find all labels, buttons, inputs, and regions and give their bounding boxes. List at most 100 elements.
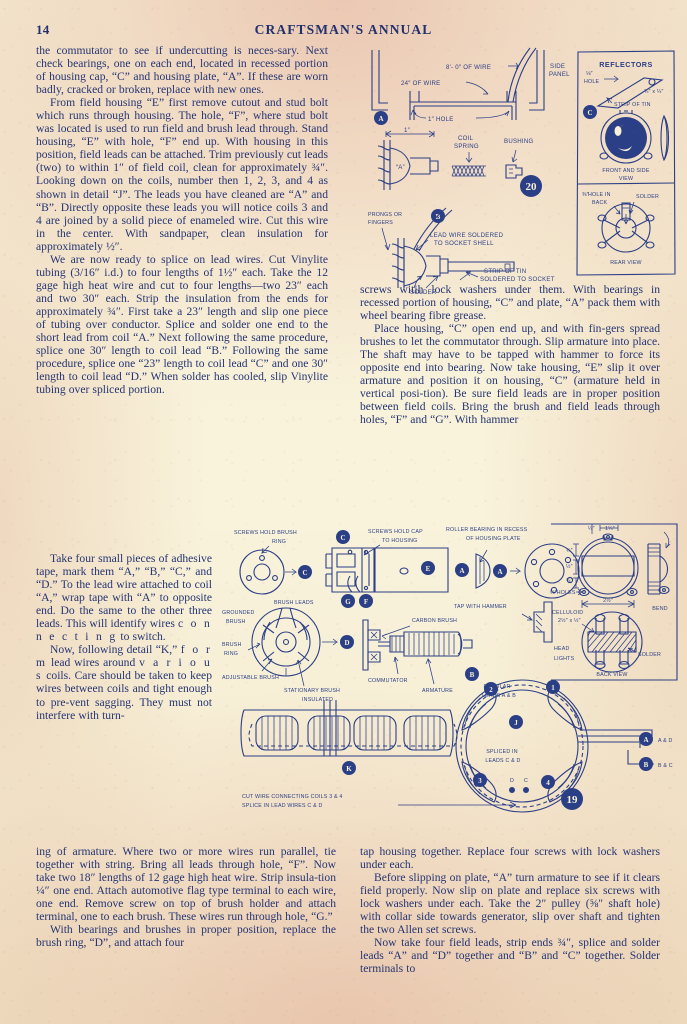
svg-text:TO SOCKET SHELL: TO SOCKET SHELL	[434, 240, 494, 247]
svg-text:¾″ x ¼″: ¾″ x ¼″	[644, 89, 664, 95]
svg-text:COIL: COIL	[458, 135, 474, 142]
svg-text:SCREWS HOLD CAP: SCREWS HOLD CAP	[368, 529, 423, 535]
svg-text:RING: RING	[224, 651, 238, 657]
svg-text:COMMUTATOR: COMMUTATOR	[368, 678, 408, 684]
svg-text:2: 2	[423, 733, 426, 740]
svg-text:1: 1	[551, 684, 555, 692]
svg-text:FRONT AND SIDE: FRONT AND SIDE	[602, 168, 649, 174]
svg-text:C: C	[340, 534, 345, 542]
svg-text:G: G	[345, 598, 351, 606]
svg-text:HEAD: HEAD	[554, 646, 570, 652]
svg-text:BACK VIEW: BACK VIEW	[596, 672, 627, 678]
svg-text:2½″: 2½″	[603, 597, 613, 604]
svg-text:REGULAR: REGULAR	[483, 684, 510, 690]
svg-text:SPLICE IN LEAD WIRES C & D: SPLICE IN LEAD WIRES C & D	[242, 803, 323, 809]
text-run-spaced: c o n n e c t i n g	[36, 617, 213, 644]
svg-text:SOLDER: SOLDER	[410, 289, 437, 296]
svg-text:TAP WITH HAMMER: TAP WITH HAMMER	[454, 604, 507, 610]
svg-text:1″ HOLE: 1″ HOLE	[428, 116, 454, 123]
svg-text:24″ OF WIRE: 24″ OF WIRE	[401, 80, 440, 87]
svg-text:REAR VIEW: REAR VIEW	[610, 260, 642, 266]
figure-reflectors-panel: REFLECTORS ⅛″ HOLE ¾″ x ¼″ STRIP OF TIN …	[574, 48, 678, 278]
svg-text:CELLULOID: CELLULOID	[552, 610, 583, 616]
svg-text:SOLDERED TO SOCKET: SOLDERED TO SOCKET	[480, 276, 555, 283]
svg-text:20: 20	[526, 181, 538, 193]
svg-text:C: C	[524, 778, 528, 784]
svg-text:B: B	[436, 213, 441, 221]
svg-text:STATIONARY BRUSH: STATIONARY BRUSH	[284, 688, 340, 694]
paragraph: screws witih lock washers under them. Wi…	[360, 283, 660, 323]
page-header: 14 CRAFTSMAN'S ANNUAL	[0, 22, 687, 40]
svg-text:BRUSH: BRUSH	[226, 619, 246, 625]
svg-text:F: F	[364, 598, 368, 606]
right-column-top: screws witih lock washers under them. Wi…	[360, 283, 660, 427]
svg-text:C: C	[587, 109, 592, 117]
paragraph: Now, following detail “K,” f o r m lead …	[36, 643, 212, 721]
paragraph: Now take four field leads, strip ends ¾″…	[360, 936, 660, 976]
svg-text:SCREWS HOLD BRUSH: SCREWS HOLD BRUSH	[234, 530, 297, 536]
svg-text:HOLE: HOLE	[584, 79, 599, 85]
svg-text:CARBON BRUSH: CARBON BRUSH	[412, 618, 457, 624]
svg-text:STRIP OF TIN: STRIP OF TIN	[484, 268, 526, 275]
svg-text:BRUSH LEADS: BRUSH LEADS	[274, 600, 314, 606]
running-title: CRAFTSMAN'S ANNUAL	[254, 22, 433, 37]
svg-text:⅜″: ⅜″	[582, 192, 589, 198]
svg-text:INSULATED: INSULATED	[302, 697, 333, 703]
svg-text:BRUSH: BRUSH	[222, 642, 242, 648]
svg-text:A: A	[497, 568, 502, 576]
svg-text:LEADS A & B: LEADS A & B	[482, 693, 516, 699]
svg-text:3: 3	[478, 777, 482, 785]
svg-text:ARMATURE: ARMATURE	[422, 688, 453, 694]
paragraph: Place housing, “C” open end up, and with…	[360, 322, 660, 427]
svg-text:A & D: A & D	[658, 738, 673, 744]
text-run: coils. Care should be taken to keep wire…	[36, 669, 212, 722]
svg-text:⅛″HOLES: ⅛″HOLES	[550, 590, 576, 596]
svg-text:4: 4	[546, 779, 550, 787]
text-run: lead wires around	[47, 656, 140, 670]
svg-text:SPRING: SPRING	[454, 143, 479, 150]
paragraph: tap housing together. Replace four screw…	[360, 845, 660, 872]
svg-text:ROLLER BEARING IN RECESS: ROLLER BEARING IN RECESS	[446, 527, 528, 533]
text-run: Take four small pieces of adhesive tape,…	[36, 552, 212, 631]
svg-text:FINGERS: FINGERS	[368, 220, 393, 226]
right-column-bottom: tap housing together. Replace four screw…	[360, 845, 660, 975]
svg-text:K: K	[346, 765, 352, 773]
svg-text:8'- 0″ OF WIRE: 8'- 0″ OF WIRE	[446, 64, 491, 71]
svg-text:LEAD WIRE SOLDERED: LEAD WIRE SOLDERED	[430, 232, 504, 239]
svg-text:BEND: BEND	[652, 606, 668, 612]
svg-text:2½″ x ½″: 2½″ x ½″	[558, 617, 581, 624]
paragraph: We are now ready to splice on lead wires…	[36, 252, 328, 397]
svg-text:TO HOUSING: TO HOUSING	[382, 538, 417, 544]
figure-head-lights-panel: ¼″ 1¼″ ¾″ ½″ ¾″ ⅛″HOLES	[548, 522, 680, 682]
paragraph: From field housing “E” first remove cuto…	[36, 96, 328, 253]
left-column-top: the commutator to see if undercutting is…	[36, 44, 328, 396]
paragraph: ing of armature. Where two or more wires…	[36, 845, 336, 924]
svg-text:BUSHING: BUSHING	[504, 138, 534, 145]
svg-text:¼″: ¼″	[588, 526, 595, 532]
svg-text:B & C: B & C	[658, 763, 673, 769]
svg-text:A: A	[378, 115, 383, 123]
svg-text:PRONGS OR: PRONGS OR	[368, 212, 402, 218]
svg-text:½″: ½″	[566, 563, 573, 570]
svg-text:“A”: “A”	[396, 164, 405, 171]
svg-text:BACK: BACK	[592, 200, 607, 206]
svg-text:VIEW: VIEW	[619, 176, 633, 182]
paragraph: Take four small pieces of adhesive tape,…	[36, 552, 212, 643]
svg-text:PANEL: PANEL	[549, 71, 570, 78]
svg-text:B: B	[644, 761, 649, 769]
svg-text:SPLICED IN: SPLICED IN	[486, 749, 517, 755]
svg-text:RING: RING	[272, 539, 286, 545]
svg-text:1″: 1″	[404, 127, 411, 134]
svg-text:2: 2	[489, 686, 493, 694]
svg-text:LEADS C & D: LEADS C & D	[485, 758, 520, 764]
reflectors-title: REFLECTORS	[599, 60, 653, 69]
svg-text:E: E	[426, 565, 431, 573]
text-run-spaced: f o r m	[36, 643, 213, 670]
svg-text:B: B	[470, 671, 475, 679]
paragraph: the commutator to see if undercutting is…	[36, 44, 328, 97]
svg-text:1¼″: 1¼″	[605, 526, 615, 532]
svg-text:SOLDER: SOLDER	[638, 652, 661, 658]
paragraph: With bearings and brushes in proper posi…	[36, 923, 336, 950]
text-run: to switch.	[117, 630, 166, 644]
text-run: Now, following detail “K,”	[50, 643, 181, 657]
